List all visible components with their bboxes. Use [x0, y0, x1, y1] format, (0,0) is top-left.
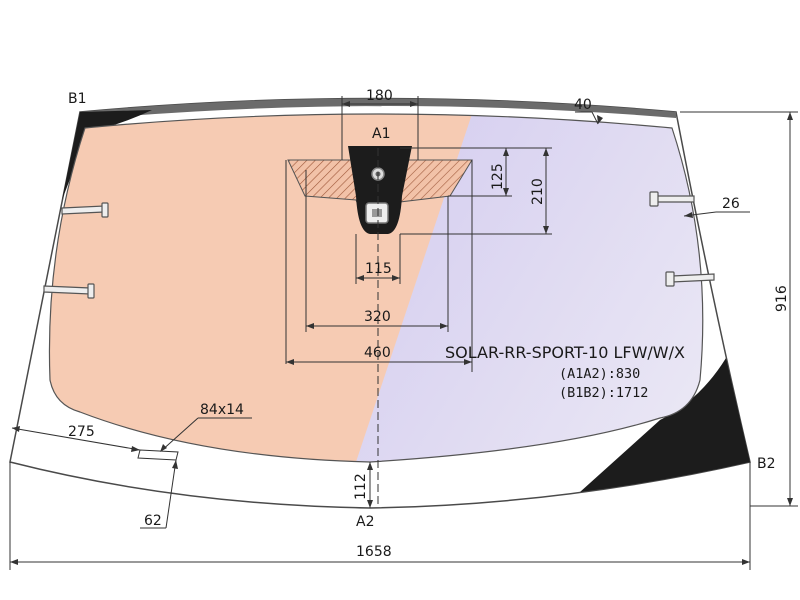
dim-210: 210	[530, 178, 546, 205]
label-84x14	[137, 449, 179, 461]
camera-window-inner	[372, 209, 382, 217]
dim-320: 320	[364, 309, 391, 325]
dimension-lines	[9, 96, 798, 570]
sensor-black-block	[348, 146, 412, 234]
dim-26: 26	[722, 196, 740, 212]
bracket-right-lower	[665, 271, 715, 287]
product-code: SOLAR-RR-SPORT-10 LFW/W/X	[445, 343, 685, 362]
dim-275: 275	[68, 424, 95, 440]
dim-916: 916	[774, 285, 790, 312]
top-shade-band	[80, 98, 676, 120]
dim-112: 112	[353, 473, 369, 500]
inner-outline	[48, 113, 704, 463]
product-b1b2: (B1B2):1712	[559, 385, 648, 401]
dim-84x14: 84x14	[200, 402, 244, 418]
point-b2: B2	[757, 456, 776, 472]
product-a1a2: (A1A2):830	[559, 366, 640, 382]
dim-460: 460	[364, 345, 391, 361]
bracket-right-upper	[649, 191, 695, 207]
dim-125: 125	[490, 163, 506, 190]
point-b1: B1	[68, 91, 87, 107]
bracket-left-upper	[61, 202, 109, 218]
dim-40: 40	[574, 97, 592, 113]
dim-180: 180	[366, 88, 393, 104]
arrow-heads	[10, 101, 793, 565]
dim-62: 62	[144, 513, 162, 529]
ceramic-right-bottom	[580, 358, 750, 492]
point-a2: A2	[356, 514, 374, 530]
dim-1658: 1658	[356, 544, 392, 560]
dim-115: 115	[365, 261, 392, 277]
bracket-left-lower	[43, 283, 95, 299]
point-a1: A1	[372, 126, 390, 142]
